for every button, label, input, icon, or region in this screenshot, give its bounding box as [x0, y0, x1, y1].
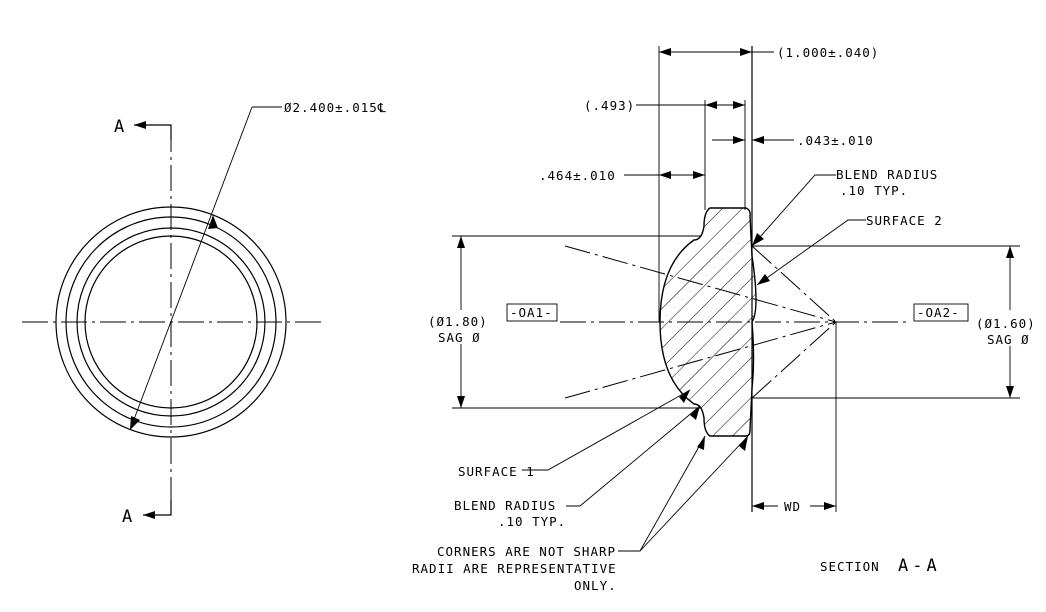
- front-view: A A Ø2.400±.015℄: [22, 100, 387, 527]
- dim-overall-arrow-right: [740, 48, 752, 56]
- corners-note-line2: RADII ARE REPRESENTATIVE: [412, 561, 617, 576]
- lens-section-body: [659, 207, 757, 437]
- focal-ray-bottom-right: [751, 321, 837, 399]
- sag-left-line2: SAG Ø: [438, 330, 481, 345]
- dim-043-label: .043±.010: [797, 133, 874, 148]
- sag-left-arrow-bottom: [457, 396, 465, 408]
- section-cut-top: [134, 124, 172, 140]
- focal-ray-top: [564, 245, 837, 323]
- section-cut-bottom: [143, 500, 172, 516]
- section-title-letters: A-A: [898, 556, 941, 576]
- corners-note-line3: ONLY.: [574, 578, 617, 593]
- blend-radius-top-line1: BLEND RADIUS: [836, 167, 938, 182]
- blend-radius-top-leader: [751, 174, 836, 247]
- corners-note-line1: CORNERS ARE NOT SHARP: [437, 544, 616, 559]
- corners-leader-1: [618, 435, 706, 552]
- focal-ray-bottom: [564, 321, 837, 399]
- sag-left-arrow-top: [457, 236, 465, 248]
- sag-right-arrow-bottom: [1006, 386, 1014, 398]
- diameter-arrow-top: [208, 215, 218, 229]
- dim-493-arrow-right: [733, 101, 745, 109]
- dim-493-arrow-left: [705, 101, 717, 109]
- surface-1-label: SURFACE 1: [458, 464, 535, 479]
- sag-right-arrow-top: [1006, 246, 1014, 258]
- blend-radius-bottom-line1: BLEND RADIUS: [454, 498, 556, 513]
- section-marker-top: A: [114, 117, 124, 137]
- blend-radius-bottom-arrow: [690, 406, 700, 420]
- section-view: (1.000±.040) (.493) .043±.010 .464±.010 …: [412, 45, 1036, 593]
- diameter-arrow-bottom: [130, 416, 140, 430]
- section-marker-bottom: A: [122, 507, 132, 527]
- surface-1-leader: [522, 389, 691, 471]
- datum-oa2: -OA2-: [917, 305, 960, 320]
- corners-arrow-1: [697, 436, 705, 450]
- datum-oa1-box: [506, 303, 558, 322]
- section-arrow-top: [134, 121, 146, 129]
- diameter-callout: Ø2.400±.015℄: [284, 100, 387, 115]
- dim-464-label: .464±.010: [539, 168, 616, 183]
- corners-arrow-2: [739, 436, 748, 451]
- datum-oa2-box: [913, 303, 969, 322]
- surface-2-arrow: [757, 274, 770, 285]
- dim-wd-label: WD: [784, 499, 801, 514]
- dim-493-label: (.493): [584, 98, 635, 113]
- sag-right-line2: SAG Ø: [987, 332, 1030, 347]
- dim-wd-arrow-left: [752, 502, 764, 510]
- sag-left-line1: (Ø1.80): [428, 314, 488, 329]
- section-arrow-bottom: [143, 511, 155, 519]
- surface-2-leader: [756, 219, 866, 286]
- blend-radius-top-arrow: [752, 233, 764, 246]
- blend-radius-top-line2: .10 TYP.: [840, 183, 908, 198]
- dim-464-arrow-left: [659, 171, 671, 179]
- corners-leader-2: [639, 435, 749, 552]
- focal-ray-top-right: [751, 245, 837, 323]
- dim-043-arrow-right: [752, 136, 764, 144]
- diameter-leader: [129, 106, 253, 431]
- dim-043-arrow-left: [733, 136, 745, 144]
- sag-right-line1: (Ø1.60): [976, 316, 1036, 331]
- dim-overall-label: (1.000±.040): [777, 45, 879, 60]
- blend-radius-bottom-line2: .10 TYP.: [498, 514, 566, 529]
- dim-464-arrow-right: [693, 171, 705, 179]
- dim-wd-arrow-right: [824, 502, 836, 510]
- section-title-word: SECTION: [820, 559, 880, 574]
- surface-1-arrow: [679, 390, 690, 403]
- dim-overall-arrow-left: [659, 48, 671, 56]
- blend-radius-bottom-leader: [566, 405, 701, 507]
- surface-2-label: SURFACE 2: [866, 213, 943, 228]
- datum-oa1: -OA1-: [510, 305, 553, 320]
